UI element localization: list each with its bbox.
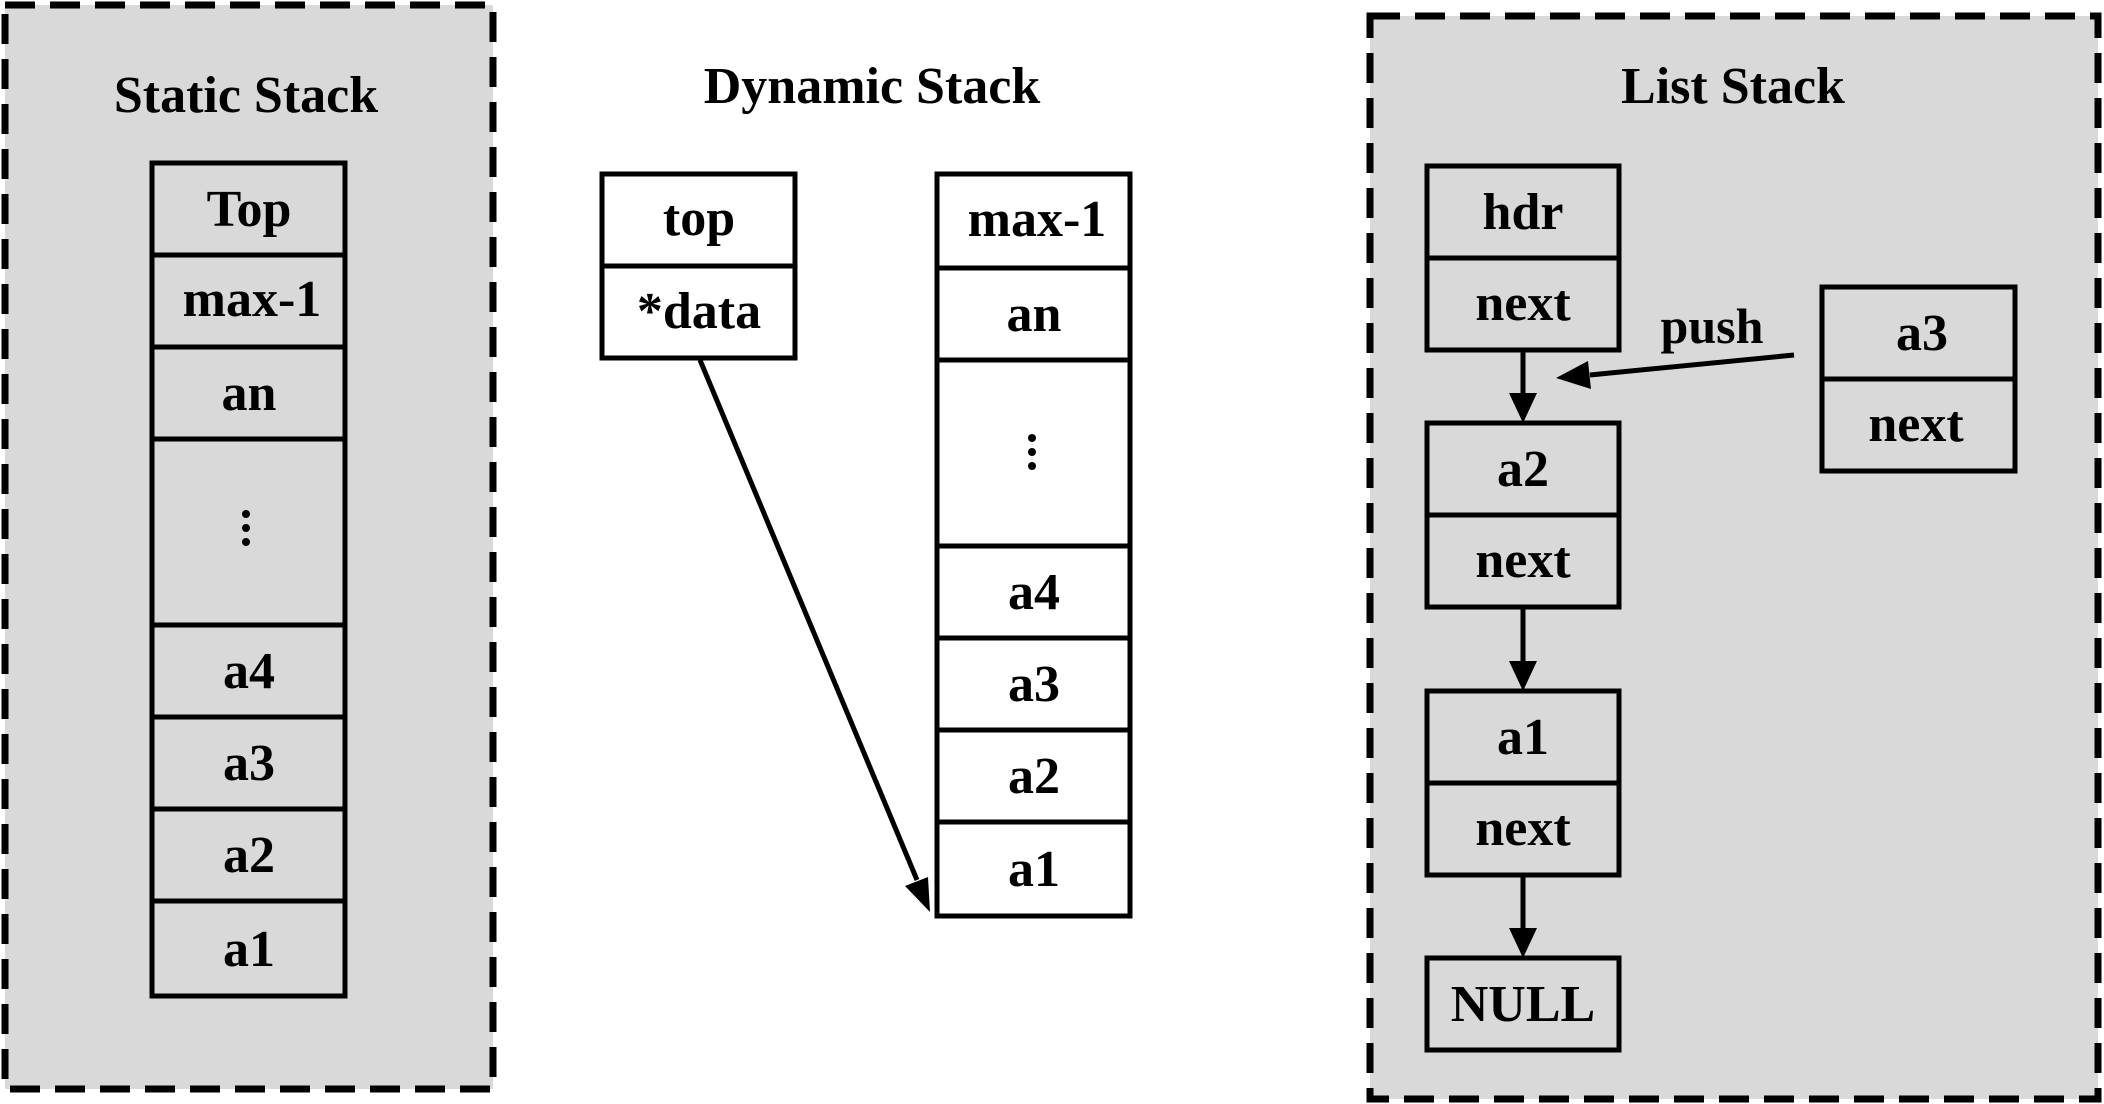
dynamic-struct-top [599,171,798,269]
list-stack-title: List Stack [1621,58,1845,115]
dynamic-struct-data [599,263,798,361]
dynamic-cell-a4-label: a4 [1008,564,1060,621]
dynamic-array: max-1 an a4 a3 a2 a1 [934,171,1133,919]
dynamic-cell-a2-label: a2 [1008,748,1060,805]
dynamic-struct-top-label: top [663,190,735,247]
list-new-node-a3: a3 next [1819,284,2018,474]
dynamic-cell-a1 [934,819,1133,919]
list-null-node: NULL [1424,955,1622,1053]
list-node-a1-value [1424,688,1622,786]
static-stack-title: Static Stack [114,67,378,124]
dynamic-cell-an [934,265,1133,363]
list-node-a2: a2 next [1424,420,1622,610]
static-stack-cells: Top max-1 an a4 a3 a2 a1 [149,160,348,999]
list-link-arrow-a2-a1 [1509,607,1537,691]
list-node-hdr-value-label: hdr [1483,184,1564,241]
static-cell-max [149,252,348,350]
list-stack-panel: List Stack hdr next a2 next a1 next NULL [1366,12,2102,1103]
dynamic-cell-a2 [934,727,1133,825]
dynamic-struct-data-label: *data [637,283,761,340]
static-vertical-ellipsis [242,510,250,546]
list-node-hdr-next [1424,255,1622,353]
dynamic-struct: top *data [599,171,798,361]
dynamic-stack-title: Dynamic Stack [704,58,1041,115]
static-cell-a3 [149,714,348,812]
list-node-hdr-next-label: next [1475,275,1571,332]
list-node-a1-next-label: next [1475,800,1571,857]
static-cell-a1 [149,898,348,999]
list-new-node-next-label: next [1868,396,1964,453]
static-cell-an-label: an [222,365,277,422]
list-new-node-value-label: a3 [1896,305,1948,362]
list-link-arrow-a1-null [1509,875,1537,958]
static-cell-max-label: max-1 [183,271,322,328]
list-null-label: NULL [1451,976,1595,1033]
static-cell-a1-label: a1 [223,921,275,978]
push-label: push [1661,298,1764,354]
static-cell-a2-label: a2 [223,827,275,884]
data-pointer-arrow [697,359,930,912]
list-node-a2-next [1424,512,1622,610]
dynamic-stack-panel: Dynamic Stack top *data max-1 an a4 a3 [599,58,1133,919]
list-null-box [1424,955,1622,1053]
static-cell-top [149,160,348,258]
static-cell-a3-label: a3 [223,735,275,792]
static-cell-top-label: Top [207,181,292,238]
dynamic-vertical-ellipsis [1028,434,1036,470]
dynamic-cell-max-label: max-1 [968,191,1107,248]
list-node-a2-next-label: next [1475,532,1571,589]
list-new-node-value [1819,284,2018,382]
static-cell-a4-label: a4 [223,643,275,700]
static-cell-a4 [149,622,348,720]
list-node-a2-value-label: a2 [1497,441,1549,498]
list-node-hdr: hdr next [1424,163,1622,353]
static-stack-panel: Static Stack Top max-1 an a4 a3 a2 a1 [1,1,497,1093]
list-link-arrow-hdr-a2 [1509,350,1537,423]
list-node-hdr-value [1424,163,1622,261]
dynamic-cell-a3-label: a3 [1008,656,1060,713]
list-new-node-next [1819,376,2018,474]
dynamic-cell-an-label: an [1007,286,1062,343]
list-node-a1: a1 next [1424,688,1622,878]
push-arrow [1556,352,1795,389]
dynamic-cell-a1-label: a1 [1008,841,1060,898]
list-node-a1-value-label: a1 [1497,709,1549,766]
static-cell-ellipsis [149,436,348,628]
